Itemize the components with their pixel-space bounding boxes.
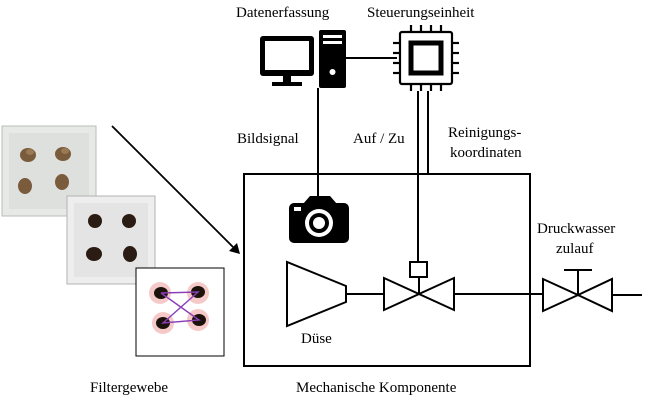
- label-image-signal: Bildsignal: [237, 131, 299, 147]
- process-arrow: [111, 125, 240, 254]
- label-cleaning-coords-1: Reinigungs-: [448, 125, 521, 141]
- label-cleaning-coords-2: koordinaten: [450, 145, 522, 161]
- filter-photo-detected: [135, 267, 225, 357]
- label-mechanical-component: Mechanische Komponente: [296, 380, 457, 396]
- desktop-computer-icon: [260, 30, 346, 88]
- valve-symbol: [383, 261, 455, 312]
- nozzle-symbol: [286, 260, 347, 328]
- camera-icon: [289, 196, 349, 243]
- inlet-valve-symbol: [542, 269, 613, 313]
- label-pressurized-water-2: zulauf: [556, 241, 593, 257]
- microchip-icon: [393, 25, 459, 91]
- label-control-unit: Steuerungseinheit: [367, 5, 475, 21]
- label-data-acquisition: Datenerfassung: [236, 5, 330, 21]
- label-nozzle: Düse: [301, 331, 332, 347]
- label-open-close: Auf / Zu: [353, 131, 405, 147]
- mechanical-component-box: [243, 173, 531, 367]
- label-pressurized-water-1: Druckwasser: [537, 221, 615, 237]
- label-filter-fabric: Filtergewebe: [90, 380, 168, 396]
